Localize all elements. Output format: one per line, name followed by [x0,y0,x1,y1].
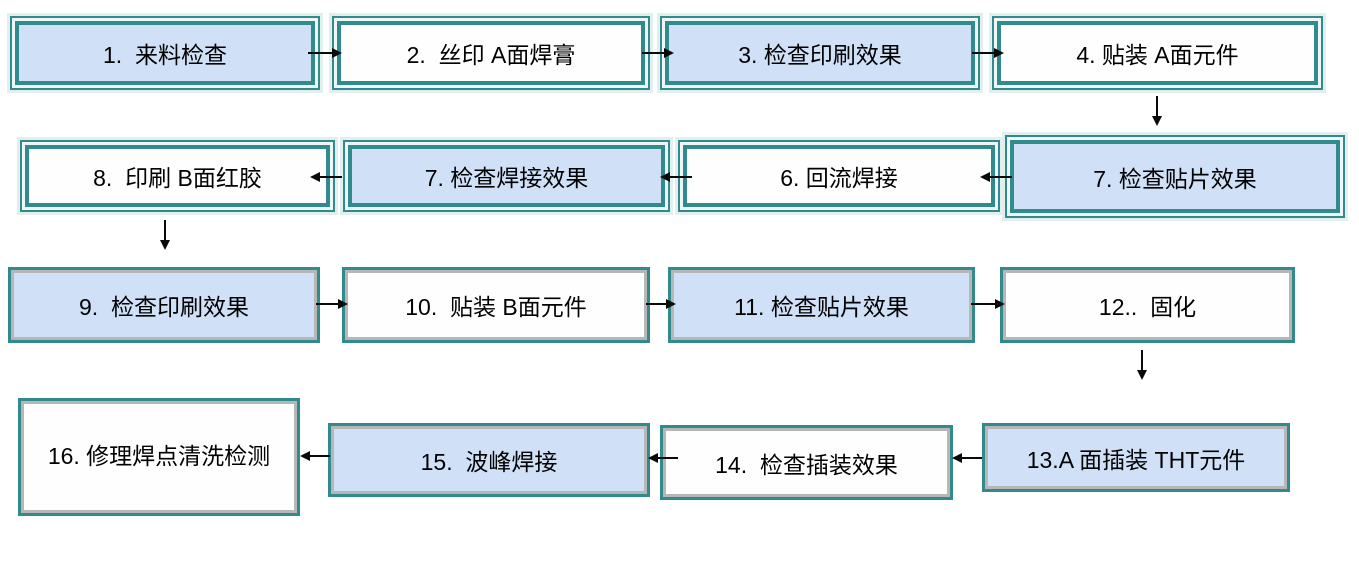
process-box-label: 11. 检查贴片效果 [734,294,909,320]
arrow-right-1-to-2 [308,48,342,58]
arrow-right-10-to-11 [646,299,676,309]
arrow-left-7b-to-6 [980,172,1012,182]
process-box-label: 7. 检查焊接效果 [424,165,589,191]
arrow-right-2-to-3 [642,48,674,58]
arrow-left-6-to-7a [660,172,692,182]
arrow-down-8-to-9 [160,220,170,250]
arrow-left-13-to-14 [952,453,982,463]
process-box-13-a-side-insert-tht-components: 13.A 面插装 THT元件 [982,423,1290,492]
process-box-label: 1. 来料检查 [103,42,227,68]
process-box-15-wave-soldering: 15. 波峰焊接 [328,423,650,497]
process-box-label: 6. 回流焊接 [780,165,898,191]
process-box-label: 8. 印刷 B面红胶 [93,165,262,191]
arrow-right-11-to-12 [971,299,1005,309]
arrow-down-12-to-13 [1137,350,1147,380]
process-box-label: 2. 丝印 A面焊膏 [406,42,576,68]
process-box-8-print-b-side-red-glue: 8. 印刷 B面红胶 [20,140,335,212]
process-box-label: 13.A 面插装 THT元件 [1026,446,1246,473]
process-box-label: 3. 检查印刷效果 [738,42,902,68]
process-box-16-repair-solder-joints-clean-inspect: 16. 修理焊点清洗检测 [18,398,300,516]
process-box-label: 10. 贴装 B面元件 [405,294,587,320]
process-box-10-place-b-side-components: 10. 贴装 B面元件 [342,267,650,343]
process-box-4-place-a-side-components: 4. 贴装 A面元件 [992,16,1323,90]
process-box-9-check-print-quality: 9. 检查印刷效果 [8,267,320,343]
arrow-left-14-to-15 [648,453,678,463]
process-box-12-curing: 12.. 固化 [1000,267,1295,343]
arrow-right-3-to-4 [972,48,1004,58]
process-box-14-check-insertion-quality: 14. 检查插装效果 [660,425,953,500]
arrow-down-4-to-7b [1152,96,1162,126]
process-box-label: 9. 检查印刷效果 [79,294,249,320]
process-box-1-incoming-inspection: 1. 来料检查 [10,16,320,90]
process-box-label: 4. 贴装 A面元件 [1076,42,1239,68]
process-box-label: 7. 检查贴片效果 [1093,165,1257,192]
process-box-2-print-a-side-solder-paste: 2. 丝印 A面焊膏 [332,16,650,90]
process-box-7-check-placement-quality: 7. 检查贴片效果 [1005,135,1345,218]
process-box-label: 12.. 固化 [1098,294,1197,320]
process-box-label: 14. 检查插装效果 [715,451,898,478]
arrow-right-9-to-10 [316,299,348,309]
process-box-11-check-placement-quality: 11. 检查贴片效果 [668,267,975,343]
process-box-7-check-solder-quality: 7. 检查焊接效果 [343,140,670,212]
arrow-left-15-to-16 [300,451,330,461]
process-box-6-reflow-soldering: 6. 回流焊接 [678,140,1000,212]
process-box-3-check-print-quality: 3. 检查印刷效果 [660,16,980,90]
arrow-left-7a-to-8 [310,172,342,182]
process-box-label: 16. 修理焊点清洗检测 [47,443,271,470]
process-box-label: 15. 波峰焊接 [420,449,558,475]
